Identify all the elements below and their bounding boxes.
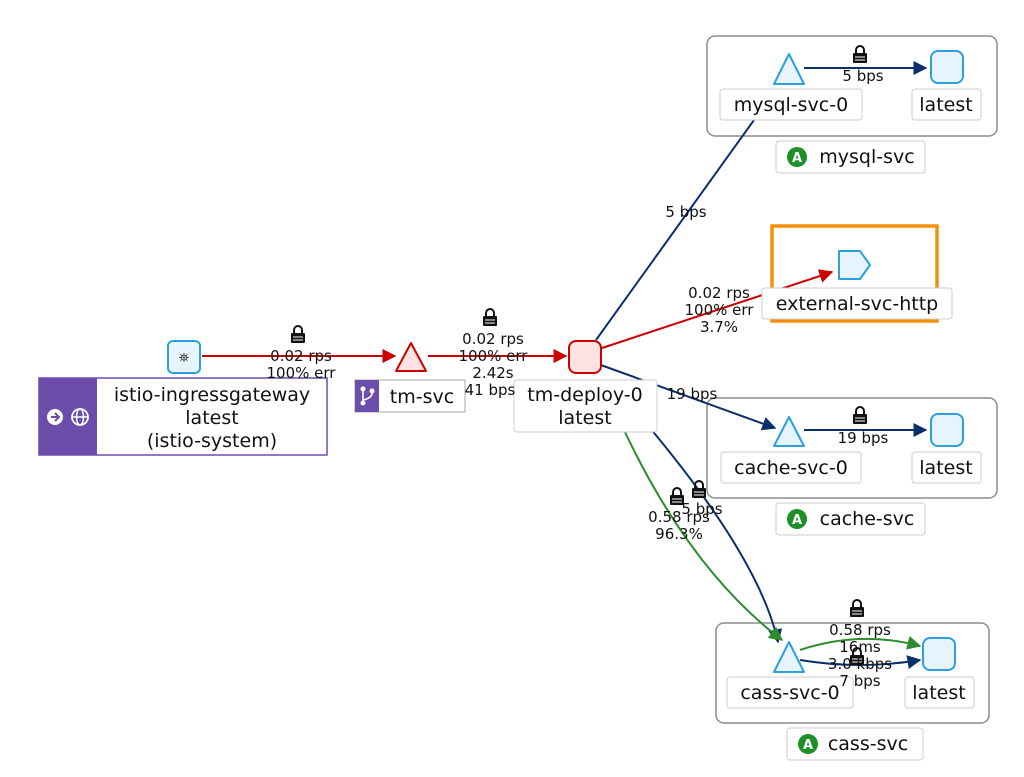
external-label: external-svc-http [776, 293, 938, 315]
cass-svc-0-node[interactable] [773, 641, 805, 673]
cache-latest-node[interactable] [930, 413, 964, 447]
cache-app-badge[interactable]: A cache-svc [775, 502, 926, 536]
edge-label-mysql-bps: 5 bps [665, 203, 706, 221]
cache-svc-0-label-box[interactable]: cache-svc-0 [720, 451, 862, 484]
edge-tm-deploy-to-mysql[interactable] [595, 119, 755, 341]
mysql-app-label: mysql-svc [819, 146, 914, 168]
edge-tm-deploy-to-cache[interactable] [597, 363, 777, 431]
lock-icon [482, 308, 498, 327]
cass-app-badge[interactable]: A cass-svc [786, 727, 924, 761]
edge-label-cass-inner-rps: 0.58 rps [829, 621, 891, 639]
edge-label-cass-bps: 5 bps [681, 500, 722, 518]
cass-svc-0-label: cass-svc-0 [740, 682, 839, 704]
tm-svc-label-box[interactable]: tm-svc [354, 379, 466, 413]
cache-svc-0-label: cache-svc-0 [734, 457, 848, 479]
edge-label-mysql-inner-bps: 5 bps [842, 67, 883, 85]
ingress-name: istio-ingressgateway [114, 384, 310, 406]
edge-label-tm-bps: 41 bps [465, 381, 516, 399]
branch-icon [360, 386, 375, 406]
edge-label-cass-inner-bps: 7 bps [839, 672, 880, 690]
edge-label-external-err: 100% err [685, 301, 755, 319]
edge-label-tm-err: 100% err [459, 347, 529, 365]
edge-tm-deploy-to-cass-green[interactable] [623, 429, 784, 641]
edge-cass-inner-green[interactable] [799, 635, 922, 651]
ingress-node[interactable]: ⛯ [167, 340, 201, 374]
cache-svc-0-node[interactable] [773, 416, 805, 447]
edge-label-cass-rps: 0.58 rps [648, 508, 710, 526]
edge-tm-deploy-to-cass-blue[interactable] [649, 427, 783, 644]
ingress-label-box[interactable]: istio-ingressgateway latest (istio-syste… [38, 377, 328, 456]
mysql-app-badge[interactable]: A mysql-svc [775, 140, 926, 174]
ingress-node-icon: ⛯ [179, 351, 189, 366]
edge-label-cass-inner-kbps: 3.0 kbps [828, 655, 892, 673]
globe-icon [71, 408, 89, 426]
cache-latest-label-box[interactable]: latest [911, 451, 982, 484]
external-highlight [770, 224, 939, 323]
edge-label-cache-bps: 19 bps [667, 385, 718, 403]
cass-app-label: cass-svc [828, 733, 908, 755]
mysql-latest-node[interactable] [930, 50, 964, 84]
cass-latest-label-box[interactable]: latest [904, 676, 975, 709]
tm-svc-label: tm-svc [390, 386, 454, 408]
mysql-svc-0-label: mysql-svc-0 [734, 94, 848, 116]
lock-icon [849, 599, 865, 618]
lock-icon [290, 325, 306, 344]
edge-label-ingress-err: 100% err [267, 364, 337, 382]
edge-label-external-rps: 0.02 rps [688, 284, 750, 302]
mysql-svc-0-label-box[interactable]: mysql-svc-0 [719, 88, 863, 121]
cass-latest-node[interactable] [922, 637, 956, 671]
ingress-namespace: (istio-system) [147, 430, 277, 452]
cache-app-badge-letter: A [792, 513, 802, 528]
mysql-latest-label-box[interactable]: latest [911, 88, 982, 121]
external-svc-node[interactable] [838, 250, 871, 280]
edge-label-tm-latency: 2.42s [472, 364, 513, 382]
edge-label-external-pct: 3.7% [700, 318, 738, 336]
ingress-version: latest [185, 407, 238, 429]
edge-label-tm-rps: 0.02 rps [462, 330, 524, 348]
edge-label-cass-inner-latency: 16ms [839, 638, 881, 656]
cass-app-badge-letter: A [803, 738, 813, 753]
mysql-svc-0-node[interactable] [773, 53, 805, 85]
tm-deploy-node[interactable] [568, 340, 602, 374]
tm-svc-node[interactable] [395, 342, 427, 372]
edge-label-cache-inner-bps: 19 bps [838, 429, 889, 447]
tm-deploy-label-box[interactable]: tm-deploy-0 latest [513, 379, 658, 433]
cass-latest-label: latest [912, 682, 965, 704]
edge-tm-deploy-to-external[interactable] [601, 269, 834, 349]
cass-svc-0-label-box[interactable]: cass-svc-0 [726, 676, 854, 709]
cache-latest-label: latest [919, 457, 972, 479]
cache-app-label: cache-svc [820, 508, 915, 530]
mysql-app-badge-letter: A [792, 151, 802, 166]
edge-label-cass-pct: 96.3% [655, 525, 703, 543]
external-label-box[interactable]: external-svc-http [761, 287, 953, 320]
tm-deploy-name: tm-deploy-0 [527, 384, 642, 406]
tm-deploy-version: latest [558, 407, 611, 429]
mysql-latest-label: latest [919, 94, 972, 116]
edge-label-ingress-rps: 0.02 rps [270, 347, 332, 365]
